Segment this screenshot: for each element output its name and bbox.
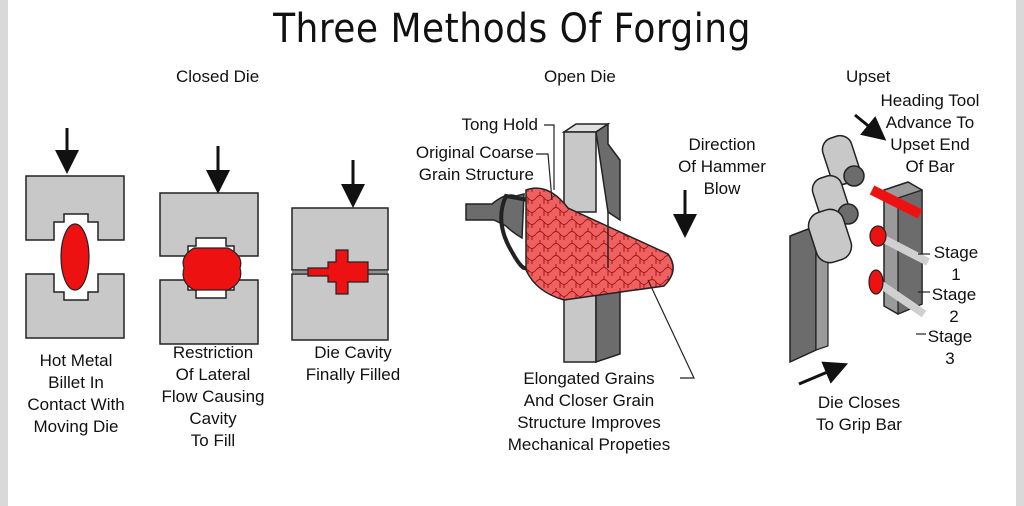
elongated-grains-label: Elongated Grains And Closer Grain Struct… [507,369,671,454]
closed-die-heading: Closed Die [176,67,260,86]
upper-die [159,192,259,257]
lower-die [25,273,125,339]
upset-illustration [789,113,930,386]
bar-stage2 [869,225,887,247]
hot-billet [60,223,90,291]
open-die-heading: Open Die [544,67,616,86]
coarse-grain-leader [536,153,553,201]
closed-die-stage2-caption: Restriction Of Lateral Flow Causing Cavi… [161,343,265,450]
diagram-canvas: Three Methods Of Forging [8,0,1016,506]
closed-die-stage3 [291,160,389,341]
heading-tool-arrow-icon [854,113,887,141]
heading-tool-3 [807,208,853,264]
closed-die-stage2 [159,146,259,345]
heading-tool-label: Heading Tool Advance To Upset End Of Bar [880,91,980,176]
diagram-title: Three Methods Of Forging [273,6,751,52]
upper-die [563,131,597,213]
upper-die [25,175,125,241]
stage3-label: Stage 3 [927,327,973,368]
closed-die-stage1 [25,128,125,339]
tong-hold-leader [544,124,555,190]
forged-bar [525,187,674,301]
tong-hold-label: Tong Hold [461,115,538,134]
closed-die-stage3-caption: Die Cavity Finally Filled [305,343,401,384]
bar-stage1 [869,185,923,219]
upset-heading: Upset [846,67,891,86]
grip-die-left [789,224,817,364]
die-closes-arrow-icon [798,361,849,386]
hammer-direction-label: Direction Of Hammer Blow [678,135,766,198]
stage1-label: Stage 1 [933,243,979,284]
die-closes-label: Die Closes To Grip Bar [816,393,902,434]
closed-die-stage1-caption: Hot Metal Billet In Contact With Moving … [27,351,125,436]
partially-filled-metal [182,247,242,291]
open-die-illustration [465,122,697,379]
forging-illustration [25,113,930,386]
elongated-grain-leader [647,279,695,379]
stage2-label: Stage 2 [931,285,977,326]
tongs [465,193,525,240]
filled-cavity [307,249,369,295]
coarse-grain-label: Original Coarse Grain Structure [415,143,534,184]
bar-stage3 [868,269,884,295]
